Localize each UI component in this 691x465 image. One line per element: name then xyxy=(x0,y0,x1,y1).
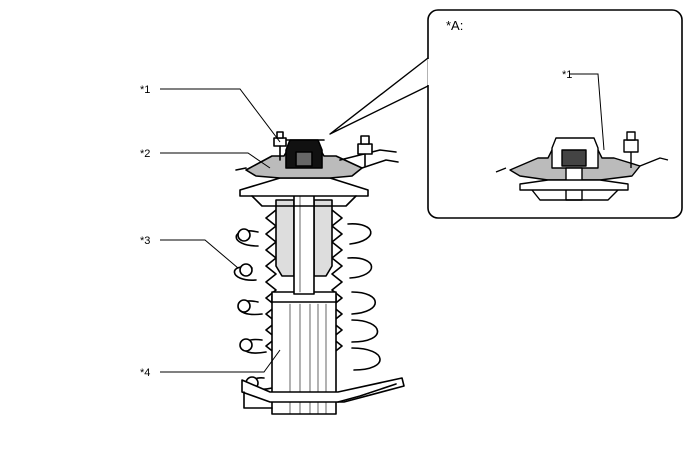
lower-spring-seat xyxy=(241,377,405,403)
callout-3: *3 xyxy=(140,235,150,247)
callout-2: *2 xyxy=(140,148,150,160)
upper-spring-seat xyxy=(239,177,369,197)
callout-1: *1 xyxy=(140,84,150,96)
mounting-stud-right xyxy=(357,135,373,167)
dust-boot-right xyxy=(331,209,343,355)
leader-lines xyxy=(160,88,281,373)
coil-spring xyxy=(233,223,381,391)
dust-boot-left xyxy=(265,209,277,355)
bump-stopper xyxy=(275,199,295,277)
inset-detail: *A: *1 xyxy=(329,9,683,219)
inset-callout-1: *1 xyxy=(562,69,572,81)
inset-title: *A: xyxy=(446,18,463,33)
strut-assembly xyxy=(233,131,405,415)
callout-4: *4 xyxy=(140,367,150,379)
